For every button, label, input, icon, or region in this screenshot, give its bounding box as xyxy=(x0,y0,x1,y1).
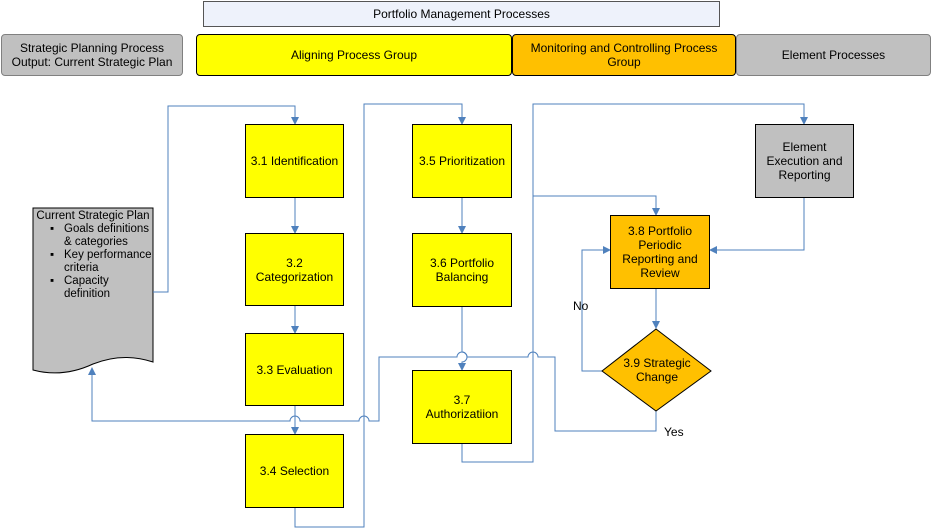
process-label: 3.4 Selection xyxy=(259,464,330,478)
process-label: 3.6 Portfolio Balancing xyxy=(429,256,495,284)
process-label: 3.2 Categorization xyxy=(255,255,334,284)
header-title: Portfolio Management Processes xyxy=(203,1,720,27)
document-bullet: Goals definitions & categories xyxy=(50,223,152,249)
group-monitoring-text: Monitoring and Controlling Process Group xyxy=(530,41,718,69)
process-3-2-categorization: 3.2 Categorization xyxy=(245,233,344,306)
document-bullet: Key performance criteria xyxy=(50,249,152,275)
process-label: 3.5 Prioritization xyxy=(418,154,506,168)
strategic-change-diamond-shape xyxy=(601,328,712,412)
document-title: Current Strategic Plan xyxy=(36,210,150,222)
group-monitoring: Monitoring and Controlling Process Group xyxy=(512,34,736,76)
process-label: Element Execution and Reporting xyxy=(766,140,843,182)
process-3-7-authorization: 3.7 Authorizatiion xyxy=(412,370,512,444)
no-loop-connector xyxy=(581,246,611,372)
process-3-8-periodic-reporting-review: 3.8 Portfolio Periodic Reporting and Rev… xyxy=(610,215,710,289)
group-aligning-text: Aligning Process Group xyxy=(290,48,418,62)
p37-to-element-connector xyxy=(461,103,808,463)
process-label: 3.8 Portfolio Periodic Reporting and Rev… xyxy=(622,224,698,280)
group-aligning: Aligning Process Group xyxy=(196,34,512,76)
no-label: No xyxy=(573,299,589,313)
process-label: 3.1 Identification xyxy=(250,154,339,168)
group-strategic-planning: Strategic Planning Process Output: Curre… xyxy=(1,34,183,76)
element-execution-reporting: Element Execution and Reporting xyxy=(755,124,854,198)
process-label: 3.3 Evaluation xyxy=(256,362,333,377)
process-3-1-identification: 3.1 Identification xyxy=(245,124,344,198)
strategic-plan-document: Current Strategic Plan Goals definitions… xyxy=(34,210,152,301)
p36-to-p37-connector xyxy=(458,307,468,371)
process-3-5-prioritization: 3.5 Prioritization xyxy=(412,124,512,198)
yes-label: Yes xyxy=(664,425,684,439)
p34-to-p35-connector xyxy=(294,103,466,528)
doc-to-identification-connector xyxy=(153,105,299,293)
header-title-text: Portfolio Management Processes xyxy=(373,7,550,21)
group-strategic-planning-text: Strategic Planning Process Output: Curre… xyxy=(11,41,173,69)
process-3-9-strategic-change: 3.9 Strategic Change xyxy=(623,356,691,384)
document-bullet-list: Goals definitions & categories Key perfo… xyxy=(34,223,152,301)
group-element: Element Processes xyxy=(736,34,931,76)
branch-to-p38-connector xyxy=(533,195,660,216)
group-element-text: Element Processes xyxy=(781,48,886,62)
element-to-p38-connector xyxy=(709,198,805,254)
document-bullet: Capacity definition xyxy=(50,275,152,301)
process-3-4-selection: 3.4 Selection xyxy=(245,434,344,508)
yes-feedback-connector xyxy=(88,351,657,432)
process-3-6-portfolio-balancing: 3.6 Portfolio Balancing xyxy=(412,233,512,307)
process-label: 3.7 Authorizatiion xyxy=(425,393,499,421)
process-3-3-evaluation: 3.3 Evaluation xyxy=(245,333,344,406)
